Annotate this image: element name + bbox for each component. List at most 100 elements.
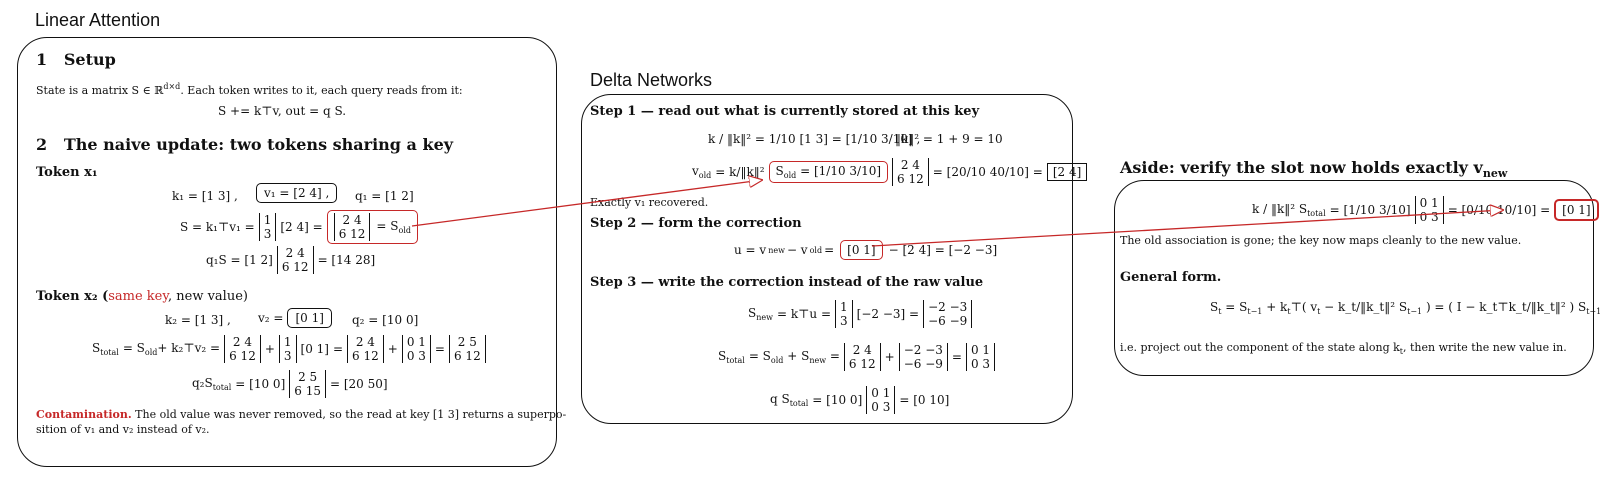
qs-rhs: = [0 10] (899, 393, 950, 407)
verify-mid: = [1/10 3/10] (1329, 203, 1411, 217)
verify-lhs-sub: total (1307, 209, 1326, 218)
aside-panel (1114, 180, 1594, 376)
gf-note-end: , then write the new value in. (1403, 341, 1567, 354)
aside-heading-text: Aside: verify the slot now holds exactly… (1120, 158, 1483, 177)
mat-cell: 3 (283, 349, 292, 363)
v2-def: v₂ = [0 1] (258, 308, 332, 328)
setup-text: State is a matrix S ∈ ℝd×d. Each token w… (36, 82, 463, 97)
stotal-lhs-sub: total (100, 348, 119, 357)
mat-cell: 2 4 (342, 213, 362, 227)
delta-networks-heading: Delta Networks (590, 70, 713, 90)
mat-cell: 6 12 (338, 227, 366, 241)
q2-def: q₂ = [10 0] (352, 313, 419, 327)
mat-cell: 6 12 (352, 349, 379, 363)
stotal-v2: [0 1] (300, 342, 329, 356)
gf-5: − k_t/‖k_t‖² S (1320, 300, 1408, 314)
token2-rest: , new value) (168, 289, 248, 304)
mat-cell: 3 (840, 314, 848, 328)
aside-heading: Aside: verify the slot now holds exactly… (1120, 158, 1507, 180)
snew-lhs-sub: new (756, 313, 773, 322)
naive-title: The naive update: two tokens sharing a k… (63, 135, 454, 154)
s-eq-mid: [2 4] = (280, 220, 323, 234)
verify-red-box: [0 1] (1554, 199, 1599, 221)
stotal-mid-mat-2: −2 −3−6 −9 (898, 343, 948, 371)
mat-cell: −2 −3 (903, 343, 943, 357)
mat-cell: 0 1 (1419, 196, 1439, 210)
setup-title: Setup (63, 50, 116, 69)
gf-1s: t (1218, 307, 1222, 316)
mat-cell: 1 (263, 213, 272, 227)
step1-box-s: S (775, 164, 784, 178)
mat-cell: 2 4 (232, 335, 253, 349)
linear-attention-panel (17, 37, 557, 467)
step2-eq-rest: − [2 4] = [−2 −3] (888, 243, 998, 257)
contamination-line-1: Contamination. The old value was never r… (36, 408, 566, 421)
mat-cell: 6 12 (229, 349, 256, 363)
token2-label: Token x₂ (same key, new value) (36, 289, 248, 304)
mat-cell: 2 5 (298, 370, 318, 384)
v2-label: v₂ = (258, 311, 284, 325)
step3-title: Step 3 — write the correction instead of… (590, 275, 984, 290)
mat-cell: 0 3 (970, 357, 991, 371)
mat-cell: 6 12 (897, 172, 924, 186)
q2s-mid: = [10 0] (235, 377, 286, 391)
token1-label: Token x₁ (36, 165, 98, 180)
step2-title: Step 2 — form the correction (590, 216, 802, 231)
k2-def: k₂ = [1 3] , (165, 313, 231, 327)
snew-result: −2 −3−6 −9 (923, 300, 973, 328)
setup-num: 1 (36, 50, 48, 69)
step2-eq-sub: new (768, 245, 785, 255)
general-form-note: i.e. project out the component of the st… (1120, 341, 1567, 356)
mat-cell: 6 15 (294, 384, 321, 398)
mat-cell: 6 12 (848, 357, 876, 371)
mat-cell: 2 4 (900, 158, 920, 172)
mat-cell: 0 1 (970, 343, 991, 357)
stotal-eq: = S (122, 341, 145, 355)
step2-eq-mid-sub: old (809, 245, 823, 255)
qs-lhs: q S (770, 392, 790, 406)
step1-box-rest: = [1/10 3/10] (796, 164, 882, 178)
stotal-mid-eq: = S (748, 349, 771, 363)
linear-attention-heading: Linear Attention (35, 10, 161, 30)
aside-heading-sub: new (1482, 167, 1508, 180)
mat-cell: −6 −9 (903, 357, 943, 371)
arrow-sold-to-step1 (411, 180, 762, 227)
arrow-u-to-verify (871, 210, 1503, 247)
mat-cell: −6 −9 (928, 314, 968, 328)
snew-eq: = k⊤u = (776, 307, 831, 321)
mat-cell: 2 4 (355, 335, 375, 349)
naive-section-title: 2 The naive update: two tokens sharing a… (36, 135, 453, 154)
setup-equation: S += k⊤v, out = q S. (218, 104, 347, 118)
stotal-lhs: S (92, 341, 101, 355)
stotal-mid-lhs-sub: total (726, 356, 745, 365)
general-form-title: General form. (1120, 270, 1222, 285)
mat-cell: 0 1 (871, 386, 891, 400)
step2-eq-mid: − v (786, 243, 808, 257)
gf-4s: t (1317, 307, 1321, 316)
stotal-eq-rest: + k₂⊤v₂ = (157, 341, 221, 355)
mat-cell: 2 5 (457, 335, 477, 349)
step1-result-box: [2 4] (1046, 163, 1088, 181)
q2s-lhs-sub: total (212, 383, 232, 392)
q2s-rhs: = [20 50] (329, 377, 388, 391)
step2-eq: u = v (734, 243, 767, 257)
verify-lhs: k / ‖k‖² S (1252, 202, 1308, 216)
s-eq-rhs-sub: old (398, 226, 412, 235)
setup-text-sup: d×d (163, 82, 181, 91)
